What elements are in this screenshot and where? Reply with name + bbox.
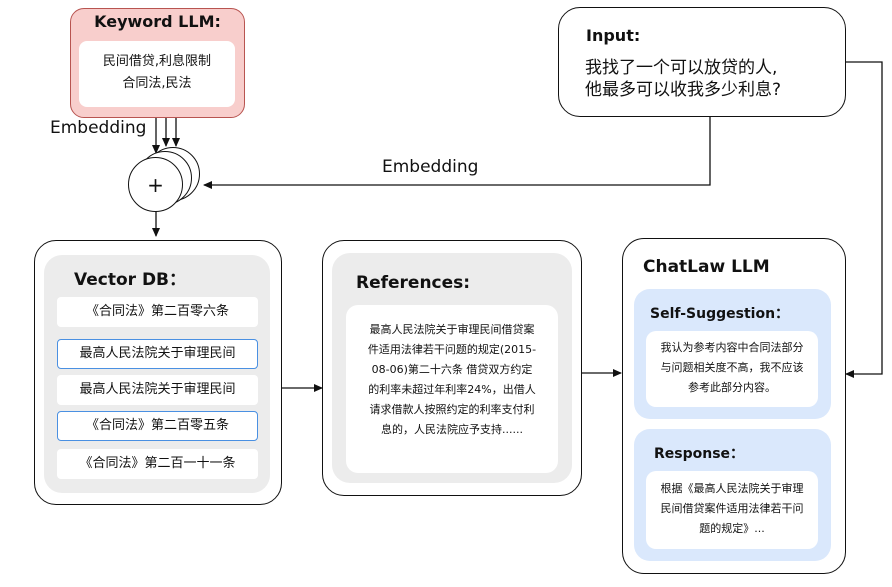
- chatlaw-panel: ChatLaw LLM Self-Suggestion： 我认为参考内容中合同法…: [622, 238, 846, 574]
- self-suggestion-line-1: 我认为参考内容中合同法部分: [660, 341, 804, 354]
- keyword-line-1: 民间借贷,利息限制: [102, 54, 212, 69]
- input-line-2: 他最多可以收我多少利息?: [585, 80, 782, 100]
- response-line-2: 民间借贷案件适用法律若干问: [660, 502, 804, 515]
- vector-db-title: Vector DB：: [74, 270, 187, 290]
- references-content: 最高人民法院关于审理民间借贷案 件适用法律若干问题的规定(2015- 08-06…: [346, 305, 558, 473]
- response-line-3: 题的规定》...: [699, 522, 765, 535]
- references-line-4: 的利率未超过年利率24%，出借人: [368, 383, 536, 396]
- vector-db-item: 《合同法》第二百零五条: [57, 411, 258, 441]
- vector-db-item: 《合同法》第二百零六条: [57, 297, 258, 327]
- references-line-1: 最高人民法院关于审理民间借贷案: [369, 323, 535, 336]
- references-inner: References: 最高人民法院关于审理民间借贷案 件适用法律若干问题的规定…: [332, 253, 572, 483]
- references-title: References:: [356, 273, 471, 293]
- response-title: Response：: [654, 446, 745, 462]
- chatlaw-title: ChatLaw LLM: [643, 257, 770, 277]
- references-line-3: 08-06)第二十六条 借贷双方约定: [371, 363, 533, 376]
- references-panel: References: 最高人民法院关于审理民间借贷案 件适用法律若干问题的规定…: [322, 240, 582, 496]
- self-suggestion-line-3: 参考此部分内容。: [688, 381, 776, 394]
- self-suggestion-content: 我认为参考内容中合同法部分 与问题相关度不高，我不应该 参考此部分内容。: [646, 331, 818, 407]
- response-content: 根据《最高人民法院关于审理 民间借贷案件适用法律若干问 题的规定》...: [646, 471, 818, 549]
- keyword-llm-content: 民间借贷,利息限制 合同法,民法: [79, 41, 235, 107]
- keyword-line-2: 合同法,民法: [122, 76, 192, 91]
- input-to-plus-line: [203, 117, 711, 189]
- response-box: Response： 根据《最高人民法院关于审理 民间借贷案件适用法律若干问 题的…: [634, 429, 831, 561]
- vector-db-item: 《合同法》第二百一十一条: [57, 449, 258, 479]
- input-box: Input: 我找了一个可以放贷的人, 他最多可以收我多少利息?: [558, 7, 846, 117]
- self-suggestion-line-2: 与问题相关度不高，我不应该: [660, 361, 804, 374]
- self-suggestion-title: Self-Suggestion：: [650, 306, 790, 322]
- input-line-1: 我找了一个可以放贷的人,: [585, 58, 778, 78]
- references-line-5: 请求借款人按照约定的利率支付利: [369, 403, 535, 416]
- references-line-2: 件适用法律若干问题的规定(2015-: [367, 343, 537, 356]
- embedding-label-middle: Embedding: [382, 157, 479, 177]
- self-suggestion-box: Self-Suggestion： 我认为参考内容中合同法部分 与问题相关度不高，…: [634, 289, 831, 419]
- vector-db-item: 最高人民法院关于审理民间: [57, 375, 258, 405]
- response-line-1: 根据《最高人民法院关于审理: [660, 482, 804, 495]
- keyword-llm-title: Keyword LLM:: [94, 12, 221, 31]
- plus-circle: +: [128, 157, 183, 212]
- input-to-chatlaw-line: [845, 61, 883, 378]
- references-line-6: 息的，人民法院应予支持......: [381, 423, 523, 436]
- input-title: Input:: [586, 26, 641, 45]
- keyword-llm-box: Keyword LLM: 民间借贷,利息限制 合同法,民法: [70, 8, 245, 118]
- vector-db-item: 最高人民法院关于审理民间: [57, 339, 258, 369]
- plus-icon: +: [147, 172, 164, 197]
- embedding-label-left: Embedding: [50, 118, 147, 138]
